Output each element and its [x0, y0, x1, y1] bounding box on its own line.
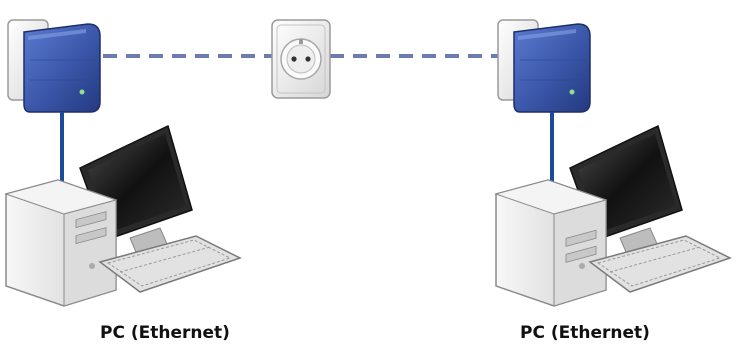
pc-label-right: PC (Ethernet) [520, 323, 650, 343]
pc-tower-left [4, 179, 118, 307]
desktop-computer-right [494, 124, 732, 307]
powerline-adapter-left [7, 19, 101, 113]
pc-label-left: PC (Ethernet) [100, 323, 230, 343]
wall-socket-icon [271, 19, 331, 99]
powerline-adapter-right [497, 19, 591, 113]
desktop-computer-left [4, 124, 242, 307]
pc-tower-right [494, 179, 608, 307]
keyboard-left [98, 235, 242, 293]
keyboard-right [588, 235, 732, 293]
